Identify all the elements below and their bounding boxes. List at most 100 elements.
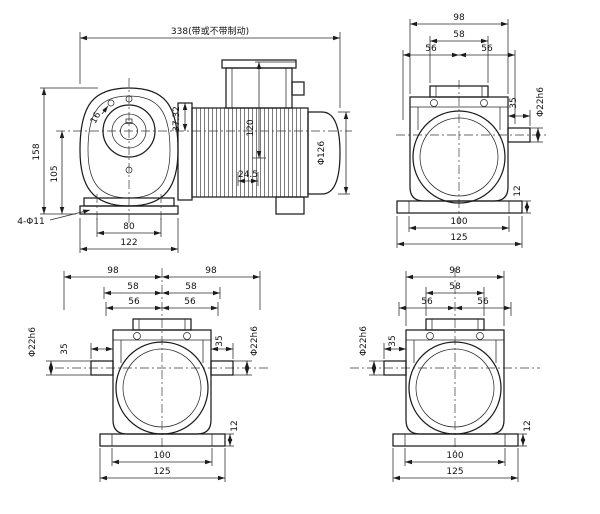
dim-shaft-diameter-text: Φ22h6 (359, 326, 369, 356)
dim-foot-width-text: 122 (120, 238, 137, 248)
dim-98: 98 (405, 266, 505, 326)
dim-56r-text: 56 (481, 44, 493, 54)
dim-hole-pitch: 80 (96, 218, 162, 237)
dim-98l-text: 98 (107, 266, 119, 276)
dim-center-height-text: 105 (50, 165, 60, 182)
dim-base-thickness: 12 (518, 420, 533, 447)
dim-shaft-length: 35 (507, 97, 531, 126)
dim-98r-text: 98 (205, 266, 217, 276)
dim-125-text: 125 (450, 233, 467, 243)
dim-100-text: 100 (450, 217, 467, 227)
end-view-shaft-left: 98 58 56 56 35 Φ22h6 12 (350, 266, 540, 482)
dim-56r-text: 56 (184, 297, 196, 307)
base (99, 433, 226, 447)
dim-overall-length-text: 338(带或不带制动) (171, 25, 249, 37)
dim-shaft-length-right: 35 (210, 335, 234, 359)
dim-shaft-length-left-text: 35 (60, 343, 70, 354)
dim-shaft-diameter-left: Φ22h6 (28, 327, 91, 376)
dim-58r-text: 58 (185, 282, 197, 292)
dim-100-text: 100 (153, 451, 170, 461)
dim-58: 58 (429, 30, 489, 83)
tap-hole (107, 99, 115, 107)
dim-100-text: 100 (446, 451, 463, 461)
face-bolt-hole (125, 95, 133, 103)
dim-shaft-diameter-text: Φ22h6 (536, 87, 546, 117)
dim-shaft-length: 35 (383, 335, 407, 359)
dim-56l-text: 56 (425, 44, 437, 54)
dim-shaft-diameter-left-text: Φ22h6 (28, 327, 38, 357)
base (396, 200, 523, 214)
dim-overall-length: 338(带或不带制动) (79, 25, 341, 108)
dim-58-58: 58 58 (103, 282, 221, 299)
dim-56-56: 56 56 (398, 297, 512, 316)
dim-base-thickness-text: 12 (523, 420, 533, 431)
top-cap (429, 85, 489, 98)
dim-center-height: 105 (50, 131, 65, 214)
dim-125: 125 (392, 448, 519, 482)
dim-foot-width: 122 (79, 218, 179, 253)
bolt-hole (183, 332, 191, 340)
gearbox-feet (79, 194, 179, 220)
dim-56r-text: 56 (477, 297, 489, 307)
dim-100: 100 (111, 448, 213, 466)
output-shaft (507, 127, 531, 143)
motor-foot (275, 196, 305, 215)
dim-56l-text: 56 (128, 297, 140, 307)
terminal-box (221, 59, 305, 109)
output-shaft (383, 360, 407, 376)
bolt-hole (476, 332, 484, 340)
bolt-hole (430, 99, 438, 107)
dim-flange-text: 37.32 (172, 106, 182, 132)
dim-58-text: 58 (453, 30, 465, 40)
dim-125-text: 125 (446, 467, 463, 477)
dim-shaft-diameter-right: Φ22h6 (233, 326, 260, 376)
dim-58l-text: 58 (127, 282, 139, 292)
dim-56-56: 56 56 (402, 44, 516, 124)
keyway (125, 118, 133, 124)
dim-125: 125 (99, 448, 226, 482)
bolt-hole (426, 332, 434, 340)
top-cap (132, 318, 192, 331)
dim-base-thickness: 12 (513, 185, 531, 214)
face-bolt-hole (125, 166, 133, 174)
dim-fin-pitch-text: 24.5 (238, 170, 258, 180)
output-shaft-left (90, 360, 114, 376)
bell-housing (412, 110, 506, 204)
output-shaft-right (210, 360, 234, 376)
end-view-double-shaft: 98 98 58 58 56 56 35 Φ22h6 (28, 266, 270, 482)
dim-fin-pitch: 24.5 (237, 170, 259, 186)
dim-base-thickness: 12 (225, 420, 240, 447)
dim-hole-pitch-text: 80 (123, 222, 135, 232)
dim-flange: 37.32 (172, 102, 192, 132)
dim-base-thickness-text: 12 (230, 420, 240, 431)
dim-total-height: 158 (32, 87, 98, 215)
callout-tap-hole: 16 (89, 105, 109, 125)
motor-end-cap (307, 111, 341, 195)
dim-base-thickness-text: 12 (513, 185, 523, 196)
dim-box-height-text: 120 (246, 119, 256, 136)
dim-shaft-length-right-text: 35 (215, 335, 225, 346)
dim-shaft-length-text: 35 (509, 97, 519, 108)
cable-gland (291, 81, 305, 96)
dim-98-text: 98 (449, 266, 461, 276)
end-view-shaft-right: 98 58 56 56 35 Φ22h6 12 (396, 13, 548, 248)
dim-58: 58 (425, 282, 485, 316)
dim-shaft-diameter: Φ22h6 (530, 87, 546, 143)
top-cap (425, 318, 485, 331)
callout-tap-hole-text: 16 (89, 110, 103, 125)
callout-foot-holes: 4-Φ11 (17, 209, 91, 227)
dim-shaft-length-left: 35 (60, 343, 114, 359)
dim-58-text: 58 (449, 282, 461, 292)
dim-100: 100 (404, 448, 506, 466)
dim-box-height: 120 (246, 61, 296, 159)
dim-125: 125 (396, 216, 523, 248)
dim-motor-diameter: Φ126 (317, 111, 350, 195)
dim-56l-text: 56 (421, 297, 433, 307)
dim-total-height-text: 158 (32, 143, 42, 160)
dim-shaft-diameter-right-text: Φ22h6 (250, 326, 260, 356)
side-view: 338(带或不带制动) 158 105 80 122 4-Φ11 3 (17, 25, 352, 253)
dim-98-text: 98 (453, 13, 465, 23)
dim-125-text: 125 (153, 467, 170, 477)
